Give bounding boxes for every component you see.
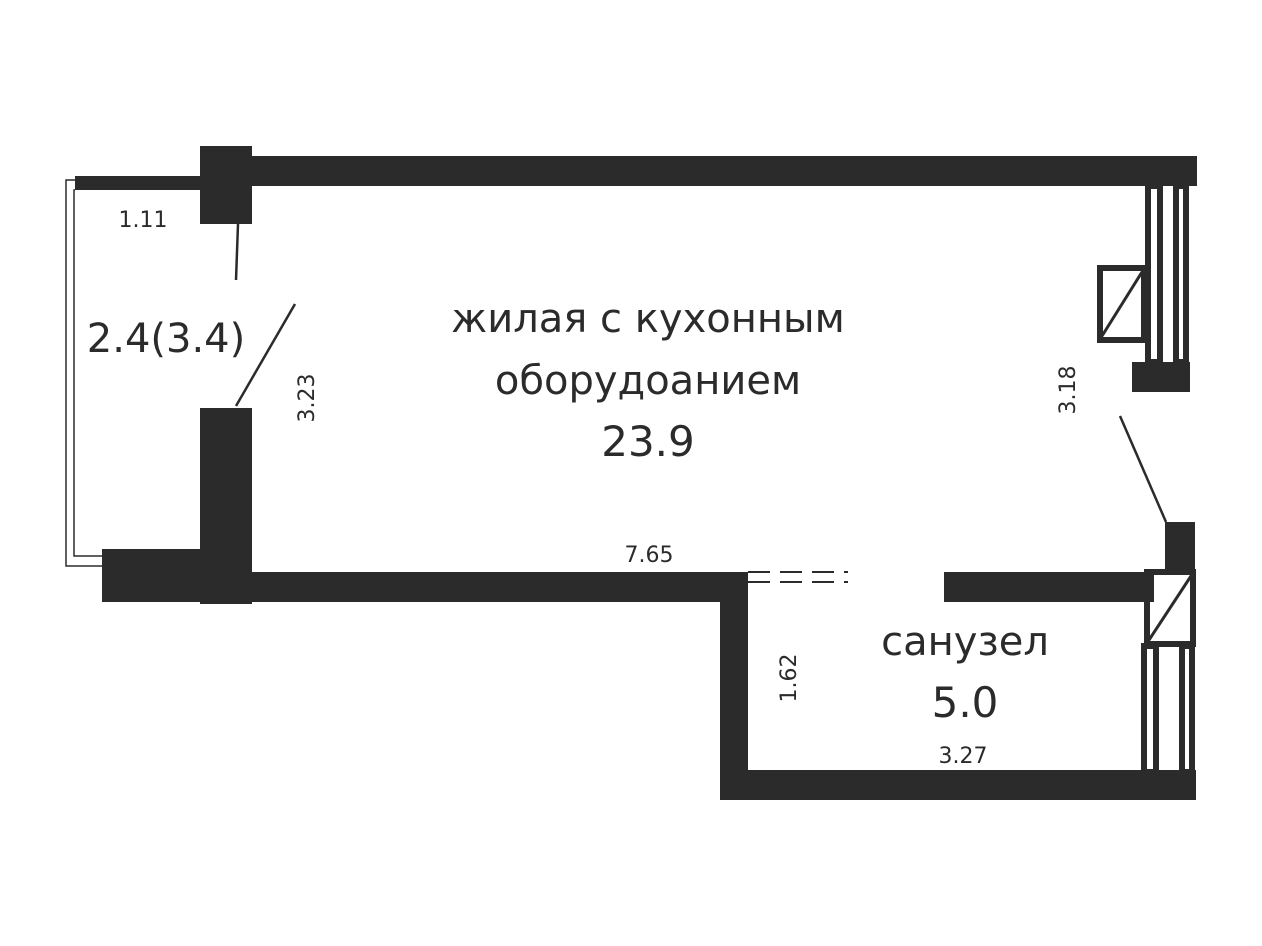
wall-right-column [1165, 522, 1195, 574]
bathroom-name: санузел [881, 619, 1049, 665]
bathroom-sliding-door [748, 571, 848, 583]
wall-bathroom-left [720, 572, 748, 800]
vent-box-upper [1097, 265, 1147, 343]
wall-right-upper-block [1132, 362, 1190, 392]
balcony-door-leaf-lower [234, 303, 297, 407]
wall-bathroom-bottom [720, 770, 1196, 800]
dim-bathroom-left: 1.62 [777, 654, 802, 703]
dim-living-right: 3.18 [1056, 366, 1081, 415]
vent-box-lower [1144, 569, 1196, 647]
wall-top [200, 156, 1197, 186]
dim-living-bottom: 7.65 [625, 543, 674, 568]
wall-balcony-top [75, 176, 205, 190]
dim-living-left: 3.23 [295, 374, 320, 423]
walls [75, 146, 1197, 800]
dim-balcony-width: 1.11 [119, 208, 168, 233]
wall-middle-left [200, 572, 747, 602]
living-room-name-line1: жилая с кухонным [451, 296, 845, 342]
balcony-outline [65, 179, 104, 567]
wall-middle-right [944, 572, 1154, 602]
right-shafts [1097, 183, 1196, 775]
entrance-door-leaf [1118, 415, 1168, 523]
balcony-area: 2.4(3.4) [87, 316, 245, 362]
living-room-name-line2: оборудоанием [495, 358, 801, 404]
bathroom-area: 5.0 [932, 678, 999, 727]
doors [234, 223, 1168, 523]
living-room-area: 23.9 [601, 417, 695, 466]
balcony-door-leaf-upper [234, 223, 240, 281]
dim-bathroom-bottom: 3.27 [939, 744, 988, 769]
